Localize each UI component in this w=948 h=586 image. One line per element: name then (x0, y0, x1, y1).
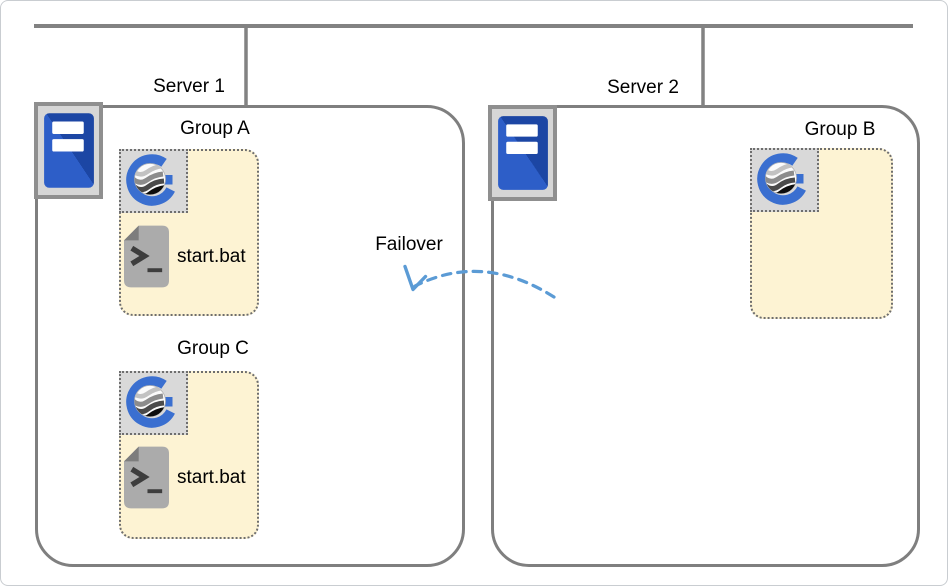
server-tower-icon (492, 109, 553, 197)
failover-label: Failover (375, 234, 443, 255)
g-logo-application-icon (121, 373, 186, 433)
server1-tower-icon (34, 102, 103, 199)
group-a-application-icon (119, 149, 188, 213)
g-logo-application-icon (121, 151, 186, 211)
group-a-script-icon (124, 225, 169, 288)
group-a-label: Group A (180, 118, 250, 139)
group-a-script-label: start.bat (177, 246, 246, 267)
server2-box (491, 105, 920, 567)
group-c-script-label: start.bat (177, 467, 246, 488)
server2-label: Server 2 (607, 77, 679, 98)
group-c-label: Group C (177, 338, 249, 359)
group-b-label: Group B (804, 119, 876, 140)
server1-label: Server 1 (153, 76, 225, 97)
server-tower-icon (38, 106, 99, 195)
group-c-application-icon (119, 371, 188, 435)
batch-script-terminal-icon (124, 225, 169, 288)
g-logo-application-icon (752, 150, 817, 210)
server1-box (35, 105, 465, 567)
group-c-script-icon (124, 446, 169, 509)
group-b-application-icon (750, 148, 819, 212)
server2-tower-icon (488, 105, 557, 201)
batch-script-terminal-icon (124, 446, 169, 509)
